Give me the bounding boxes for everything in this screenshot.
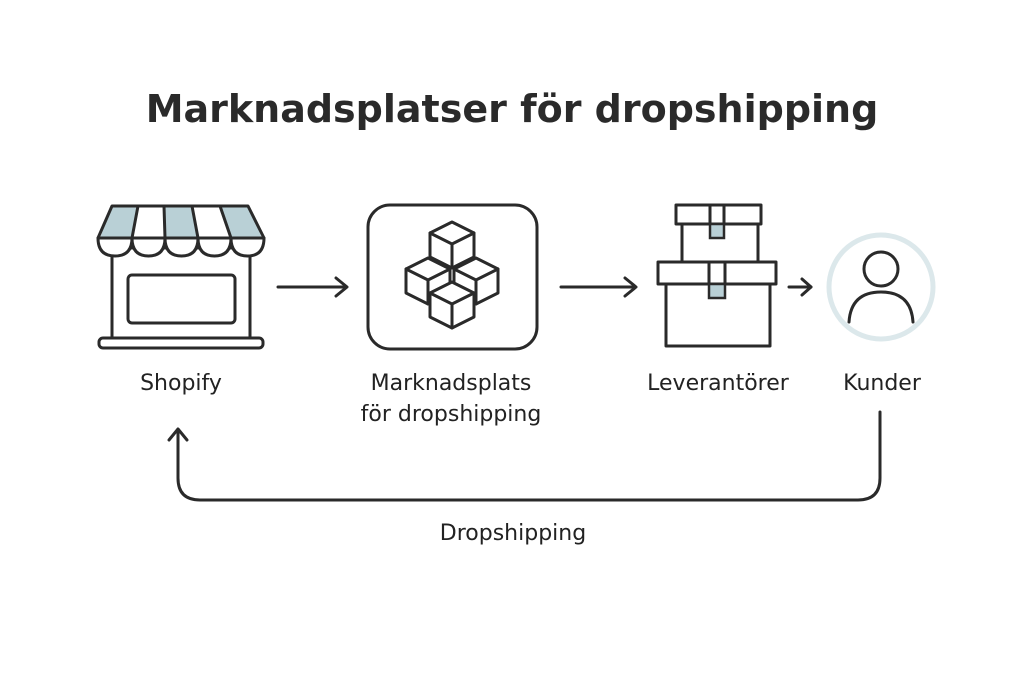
marketplace-label-line1: Marknadsplats: [371, 371, 532, 396]
diagram-title: Marknadsplatser för dropshipping: [146, 87, 879, 131]
customers-label: Kunder: [843, 371, 922, 396]
dropshipping-loop-arrow: [167, 410, 882, 502]
loop-label: Dropshipping: [440, 521, 586, 546]
arrow-suppliers-to-customers: [787, 277, 813, 297]
cubes-icon: [366, 203, 539, 351]
user-icon: [826, 232, 936, 342]
boxes-icon: [656, 203, 778, 348]
suppliers-label: Leverantörer: [647, 371, 790, 396]
marketplace-label-line2: för dropshipping: [361, 402, 542, 427]
arrow-shopify-to-marketplace: [276, 276, 349, 298]
shopify-label: Shopify: [140, 371, 222, 396]
arrow-marketplace-to-suppliers: [559, 276, 638, 298]
storefront-icon: [96, 204, 266, 350]
